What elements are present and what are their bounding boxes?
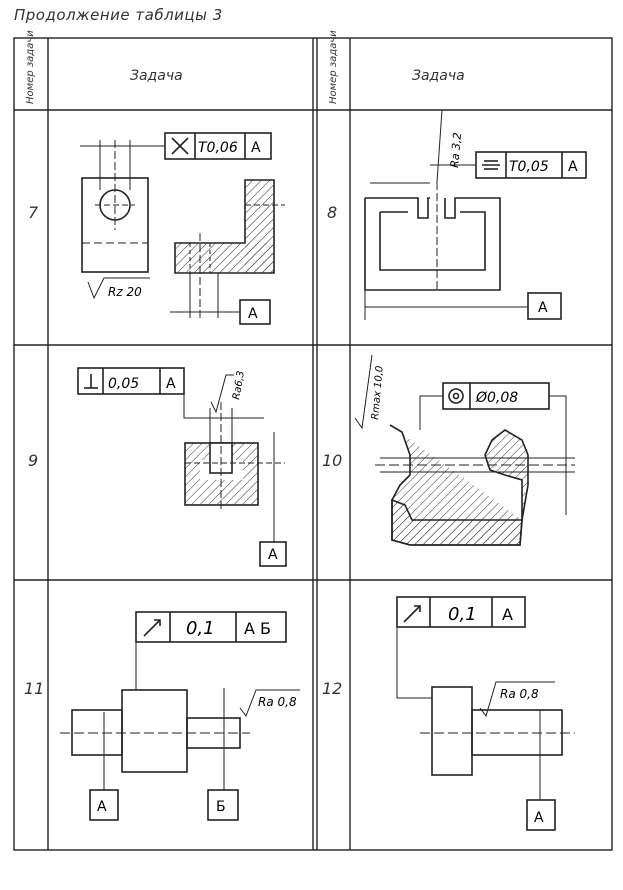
task-8-datum-box: A xyxy=(538,300,548,316)
header-task-left: Задача xyxy=(130,68,183,84)
task-8-tolerance: T0,05 xyxy=(509,159,549,175)
task-11-drawing xyxy=(60,611,300,821)
task-11-tolerance: 0,1 xyxy=(186,618,215,639)
task-9-datum: A xyxy=(166,376,176,392)
task-11-roughness: Ra 0,8 xyxy=(258,695,297,709)
task-12-drawing xyxy=(396,596,575,831)
task-7-roughness: Rz 20 xyxy=(108,285,142,299)
header-task-right: Задача xyxy=(412,68,465,84)
task-10-drawing xyxy=(354,354,575,546)
row-number: 10 xyxy=(322,451,342,470)
task-12-roughness: Ra 0,8 xyxy=(500,687,539,701)
task-12-tolerance: 0,1 xyxy=(448,604,477,625)
task-8-datum: A xyxy=(568,159,578,175)
row-number: 7 xyxy=(28,203,39,222)
task-9-tolerance: 0,05 xyxy=(108,376,139,392)
task-9-roughness: Ra6,3 xyxy=(231,370,247,400)
task-9-datum-box: A xyxy=(268,547,278,563)
task-12-datum-box: A xyxy=(534,810,544,826)
row-number: 8 xyxy=(327,203,337,222)
task-7-datum-box: A xyxy=(248,306,258,322)
task-8-drawing xyxy=(364,109,587,320)
task-12-datum: A xyxy=(502,605,513,624)
task-7-tolerance: T0,06 xyxy=(198,140,238,156)
row-number: 11 xyxy=(24,679,44,698)
task-7-drawing xyxy=(80,132,285,325)
task-10-tolerance: Ø0,08 xyxy=(475,390,518,406)
task-11-datum: A Б xyxy=(244,619,271,638)
task-8-roughness: Ra 3,2 xyxy=(448,132,464,168)
page-caption: Продолжение таблицы 3 xyxy=(14,6,223,24)
task-11-datum-b: Б xyxy=(216,799,226,815)
task-9-drawing xyxy=(77,367,287,567)
header-num-left: Номер задачи xyxy=(25,30,36,104)
task-10-roughness: Rmax 10,0 xyxy=(370,365,386,420)
table-grid xyxy=(13,37,613,851)
row-number: 12 xyxy=(322,679,342,698)
row-number: 9 xyxy=(28,451,38,470)
header-num-right: Номер задачи xyxy=(328,30,339,104)
task-7-datum: A xyxy=(251,140,261,156)
task-11-datum-a: A xyxy=(97,799,107,815)
